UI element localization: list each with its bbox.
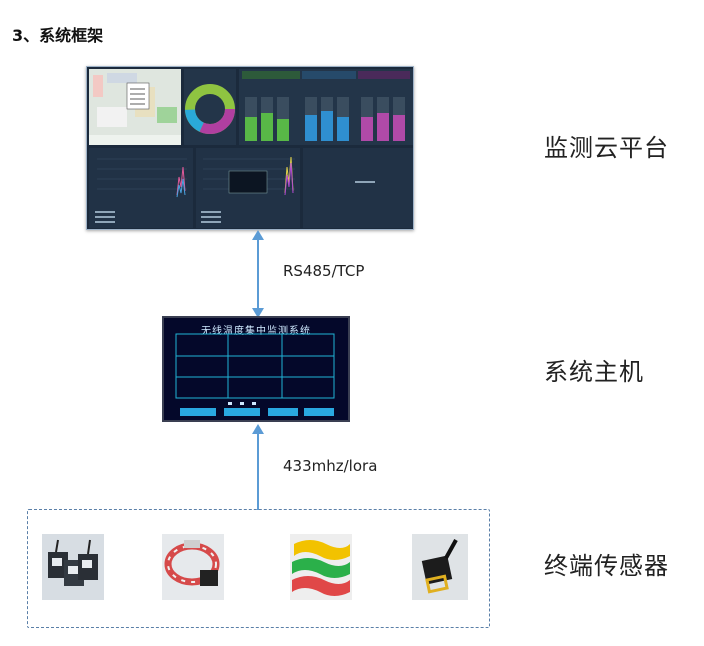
terminal-sensors-label: 终端传感器 bbox=[544, 552, 669, 580]
system-host-screen: 无线温度集中监测系统 bbox=[162, 316, 350, 422]
lower-link-label: 433mhz/lora bbox=[283, 457, 378, 475]
cloud-platform-label: 监测云平台 bbox=[544, 134, 669, 162]
host-screen-title: 无线温度集中监测系统 bbox=[201, 326, 311, 337]
dashboard-illustration bbox=[89, 69, 413, 228]
host-screen-grid bbox=[175, 333, 335, 416]
sensor-colored-clips-image bbox=[290, 534, 352, 600]
upper-link-arrow bbox=[252, 230, 264, 318]
sensor-wireless-node-image bbox=[412, 534, 468, 600]
terminal-sensors-group bbox=[27, 509, 490, 628]
lower-link-arrow bbox=[252, 424, 264, 510]
upper-link-label: RS485/TCP bbox=[283, 262, 365, 280]
sensor-module-image bbox=[42, 534, 104, 600]
sensor-ring-clamp-image bbox=[162, 534, 224, 600]
section-heading: 3、系统框架 bbox=[12, 26, 104, 45]
cloud-dashboard-screenshot bbox=[86, 66, 414, 230]
system-host-label: 系统主机 bbox=[544, 358, 644, 386]
